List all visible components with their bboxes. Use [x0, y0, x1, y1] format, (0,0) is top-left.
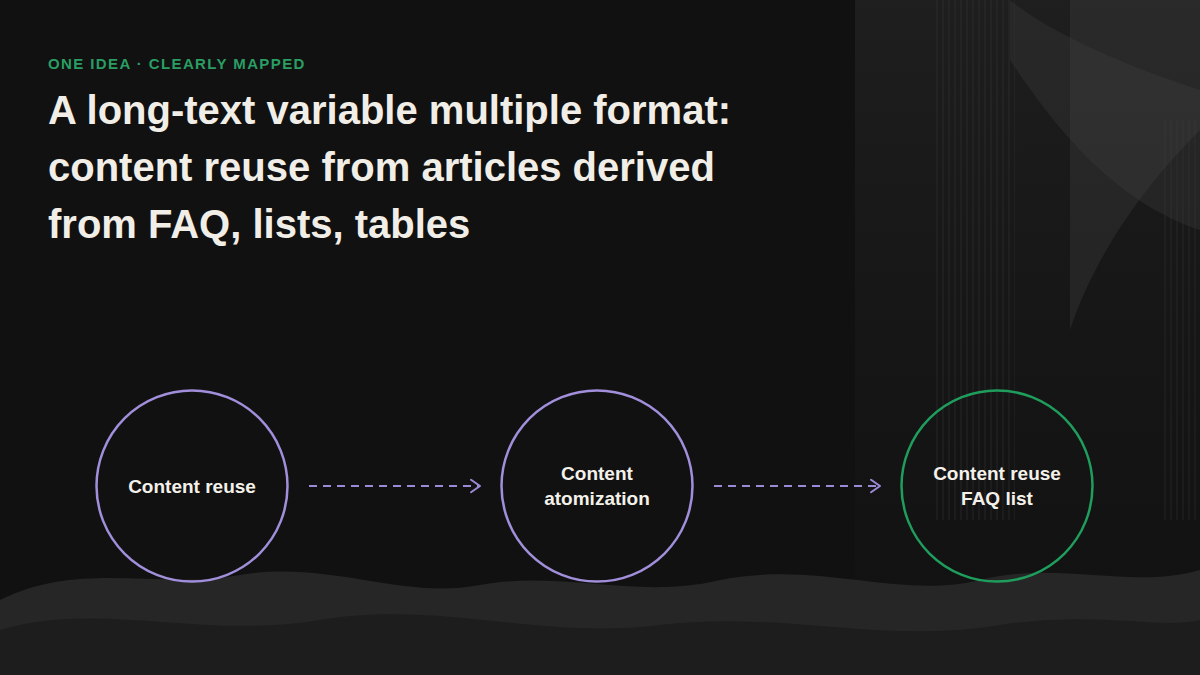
circle-outline [900, 389, 1094, 583]
eyebrow-label: ONE IDEA · CLEARLY MAPPED [48, 55, 306, 72]
slide-title: A long-text variable multiple format: co… [48, 82, 748, 253]
circle-node: Content atomization [500, 389, 694, 583]
circle-node: Content reuse [95, 389, 289, 583]
circle-outline [500, 389, 694, 583]
arrow-head [871, 480, 880, 493]
dashed-arrow [309, 480, 480, 493]
node-label: Content reuse [128, 474, 256, 499]
node-label: Content atomization [522, 461, 672, 511]
connector-line [714, 485, 880, 487]
arrow-head [471, 480, 480, 493]
connector-line [309, 485, 480, 487]
node-label: Content reuse FAQ list [922, 461, 1072, 511]
dashed-arrow [714, 480, 880, 493]
circle-node: Content reuse FAQ list [900, 389, 1094, 583]
